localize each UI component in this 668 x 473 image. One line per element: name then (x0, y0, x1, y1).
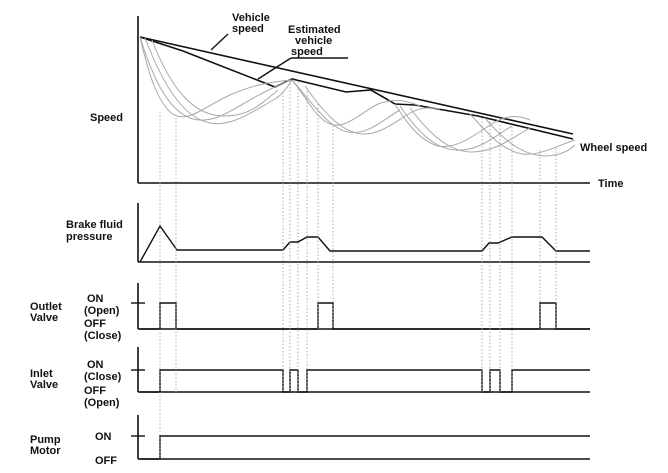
wheel-speed-curve (291, 79, 401, 134)
estimated-speed-leader-diag (257, 57, 292, 80)
vehicle-speed-label: speed (232, 23, 264, 35)
wheel-speed-curve (151, 39, 279, 117)
estimated-speed-label: speed (291, 46, 323, 58)
wheel-speed-curve (139, 36, 293, 121)
inlet-off-label: (Open) (84, 397, 120, 409)
outlet-off-label: OFF (84, 318, 106, 330)
time-axis-label: Time (598, 178, 623, 190)
wheel-speed-curve (304, 85, 441, 135)
wheel-speed-curve (394, 103, 531, 148)
outlet-off-label: (Close) (84, 330, 122, 342)
inlet-off-label: OFF (84, 385, 106, 397)
pump-off-label: OFF (95, 455, 117, 467)
inlet-valve-label: Valve (30, 379, 58, 391)
wheel-speed-curve (144, 37, 293, 125)
outlet-valve-label: Valve (30, 312, 58, 324)
pressure-label: Brake fluid (66, 219, 123, 231)
pump-motor-label: Motor (30, 445, 61, 457)
inlet-valve-panel: Inlet Valve ON (Close) OFF (Open) (30, 347, 590, 409)
estimated-speed-label: vehicle (295, 35, 332, 47)
pump-motor-panel: Pump Motor ON OFF (30, 415, 590, 467)
vehicle-speed-label: Vehicle (232, 12, 270, 24)
pressure-panel: Brake fluid pressure (66, 203, 590, 263)
pump-motor-trace (140, 435, 590, 460)
wheel-speed-curve (469, 113, 576, 155)
wheel-speed-curve (139, 36, 293, 118)
inlet-on-label: (Close) (84, 371, 122, 383)
vehicle-speed-leader (210, 33, 229, 51)
timing-guides (159, 80, 557, 459)
wheel-speed-label: Wheel speed (580, 142, 647, 154)
wheel-speed-curve (291, 79, 421, 126)
speed-panel: Speed Time Vehicle speed Estimated vehic… (90, 12, 647, 190)
speed-axis-label: Speed (90, 112, 123, 124)
wheel-speed-curves (139, 36, 576, 157)
wheel-speed-curve (409, 107, 531, 153)
pump-motor-label: Pump (30, 434, 61, 446)
inlet-on-label: ON (87, 359, 104, 371)
pump-on-label: ON (95, 431, 112, 443)
vehicle-speed-line (139, 36, 574, 135)
outlet-valve-label: Outlet (30, 301, 62, 313)
estimated-speed-label: Estimated (288, 24, 341, 36)
inlet-valve-trace (140, 369, 590, 393)
wheel-speed-curve (399, 105, 513, 151)
outlet-valve-panel: Outlet Valve ON (Open) OFF (Close) (30, 283, 590, 342)
outlet-valve-trace (140, 302, 590, 330)
pressure-trace (139, 224, 590, 263)
outlet-on-label: ON (87, 293, 104, 305)
wheel-speed-curve (484, 117, 576, 157)
inlet-valve-label: Inlet (30, 368, 53, 380)
outlet-on-label: (Open) (84, 305, 120, 317)
estimated-speed-line (139, 36, 574, 140)
pressure-label: pressure (66, 231, 112, 243)
